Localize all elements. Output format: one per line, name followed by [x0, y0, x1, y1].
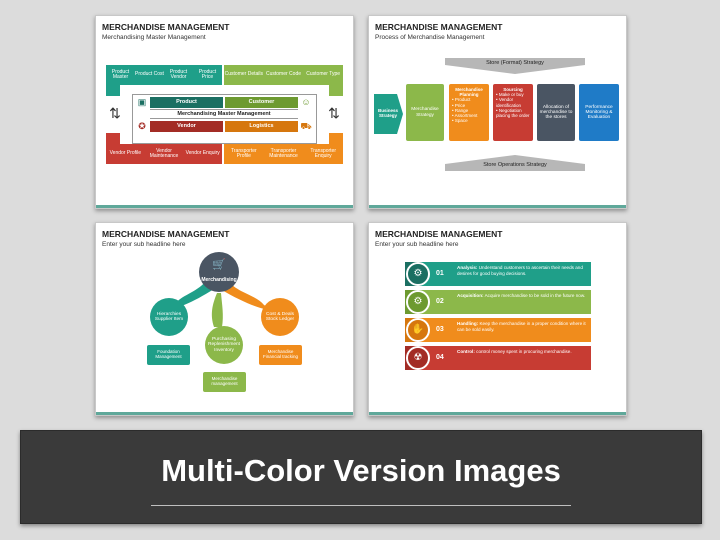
- sourcing-item: • Vendor identification: [496, 97, 522, 108]
- row-text: Handling: Keep the merchandise in a prop…: [457, 321, 586, 332]
- cell-transporter-enquiry: Transporter Enquiry: [310, 147, 337, 159]
- row-text: Analysis: Understand customers to ascert…: [457, 265, 583, 276]
- planning-item: • Price: [452, 102, 466, 108]
- banner-underline: [151, 505, 571, 506]
- planning-item: • Product: [452, 97, 471, 103]
- hub-left-label: Hierarchies Supplier Item: [154, 311, 184, 322]
- sourcing-title: Sourcing: [503, 87, 523, 92]
- vendor-label: Vendor: [150, 121, 223, 132]
- cell-vendor-maintenance: Vendor Maintenance: [149, 147, 179, 159]
- truck-icon: ⛟: [300, 121, 312, 131]
- business-strategy: Business Strategy: [377, 108, 398, 118]
- merchandise-strategy-box: Merchandise Strategy: [406, 84, 444, 141]
- planning-item: • Range: [452, 107, 469, 113]
- row-number: 04: [436, 354, 444, 361]
- bottom-orange-row: Transporter Profile Transporter Maintena…: [224, 144, 343, 164]
- vendor-icon: ✪: [138, 121, 146, 131]
- slide-subtitle: Enter your sub headline here: [375, 241, 459, 248]
- slide-subtitle: Enter your sub headline here: [102, 241, 186, 248]
- merchandise-management-box: Merchandise management: [203, 372, 246, 392]
- row-band-1: [421, 262, 591, 286]
- cell-product-vendor: Product Vendor: [169, 68, 188, 80]
- slide-accent-bar: [369, 412, 626, 415]
- cell-product-price: Product Price: [198, 68, 217, 80]
- hub-right-label: Cost & Deals Stock Ledger: [265, 311, 295, 322]
- financial-tracking-box: Merchandise Financial tracking: [259, 345, 302, 365]
- slide-accent-bar: [96, 412, 353, 415]
- row-number: 02: [436, 298, 444, 305]
- slide-title: MERCHANDISE MANAGEMENT: [102, 229, 230, 239]
- performance-box: Performance Monitoring & Evaluation: [579, 84, 619, 141]
- slide-title: MERCHANDISE MANAGEMENT: [102, 22, 230, 32]
- logistics-label: Logistics: [225, 121, 298, 132]
- slide-thumbnail-2[interactable]: MERCHANDISE MANAGEMENT Process of Mercha…: [368, 15, 627, 209]
- slide-title: MERCHANDISE MANAGEMENT: [375, 22, 503, 32]
- banner-title: Multi-Color Version Images: [161, 453, 561, 488]
- row-text: Acquisition: Acquire merchandise to be s…: [457, 293, 586, 298]
- handling-icon: ✋: [406, 318, 430, 342]
- slide-thumbnail-4[interactable]: MERCHANDISE MANAGEMENT Enter your sub he…: [368, 222, 627, 416]
- sourcing-item: • Make or buy: [496, 92, 524, 98]
- slide-subtitle: Merchandising Master Management: [102, 34, 206, 41]
- row-band-4: [421, 346, 591, 370]
- hub-middle-label: Purchasing Replenishment Inventory: [208, 337, 240, 353]
- planning-item: • Space: [452, 118, 468, 124]
- red-tab: [106, 133, 120, 144]
- row-text: Control: control money spent in procurin…: [457, 349, 572, 354]
- cell-customer-details: Customer Details: [224, 71, 264, 78]
- cell-vendor-enquiry: Vendor Enquiry: [185, 150, 220, 157]
- acquisition-icon: ⚙: [406, 290, 430, 314]
- teal-tab: [106, 85, 120, 96]
- control-icon: ☢: [406, 346, 430, 370]
- version-banner: Multi-Color Version Images: [20, 430, 702, 524]
- orange-tab: [329, 133, 343, 144]
- hub-center-label: Merchandising: [201, 277, 237, 284]
- slide-accent-bar: [369, 205, 626, 208]
- slide-title: MERCHANDISE MANAGEMENT: [375, 229, 503, 239]
- green-tab: [329, 85, 343, 96]
- person-icon: ☺: [301, 97, 311, 107]
- cell-transporter-profile: Transporter Profile: [231, 147, 257, 159]
- cell-vendor-profile: Vendor Profile: [109, 150, 142, 157]
- double-arrow-right-icon: ⇅: [328, 105, 340, 121]
- product-label: Product: [150, 97, 223, 108]
- slide-subtitle: Process of Merchandise Management: [375, 34, 485, 41]
- merchandise-planning-box: Merchandise Planning • Product • Price •…: [449, 84, 489, 141]
- allocation-box: Allocation of merchandise to the stores: [537, 84, 575, 141]
- box-icon: ▣: [137, 97, 147, 107]
- slide-thumbnail-3[interactable]: MERCHANDISE MANAGEMENT Enter your sub he…: [95, 222, 354, 416]
- planning-title: Merchandise Planning: [455, 87, 483, 98]
- store-format-strategy: Store (Format) Strategy: [486, 59, 544, 66]
- process-shapes: [374, 58, 585, 171]
- row-number: 01: [436, 270, 444, 277]
- top-green-row: Customer Details Customer Code Customer …: [224, 65, 343, 85]
- row-band-2: [421, 290, 591, 314]
- sourcing-item: • Negotiation placing the order: [496, 107, 530, 118]
- analysis-icon: ⚙: [406, 262, 430, 286]
- customer-label: Customer: [225, 97, 298, 108]
- store-operations-strategy: Store Operations Strategy: [483, 161, 547, 168]
- slide-thumbnail-1[interactable]: MERCHANDISE MANAGEMENT Merchandising Mas…: [95, 15, 354, 209]
- top-teal-row: Product Master Product Cost Product Vend…: [106, 65, 222, 85]
- cell-transporter-maintenance: Transporter Maintenance: [269, 147, 298, 159]
- cell-product-master: Product Master: [111, 68, 130, 80]
- bottom-red-row: Vendor Profile Vendor Maintenance Vendor…: [106, 144, 222, 164]
- hub-diagram-shapes: [150, 252, 299, 364]
- foundation-management-box: Foundation Management: [147, 345, 190, 365]
- slide-accent-bar: [96, 205, 353, 208]
- cart-icon: 🛒: [212, 259, 226, 271]
- cell-customer-code: Customer Code: [266, 71, 302, 78]
- cell-product-cost: Product Cost: [135, 71, 164, 78]
- double-arrow-left-icon: ⇅: [109, 105, 121, 121]
- row-band-3: [421, 318, 591, 342]
- planning-item: • Assortment: [452, 112, 478, 118]
- center-label: Merchandising Master Management: [150, 109, 298, 119]
- sourcing-box: Sourcing • Make or buy • Vendor identifi…: [493, 84, 533, 141]
- cell-customer-type: Customer Type: [306, 71, 341, 78]
- row-number: 03: [436, 326, 444, 333]
